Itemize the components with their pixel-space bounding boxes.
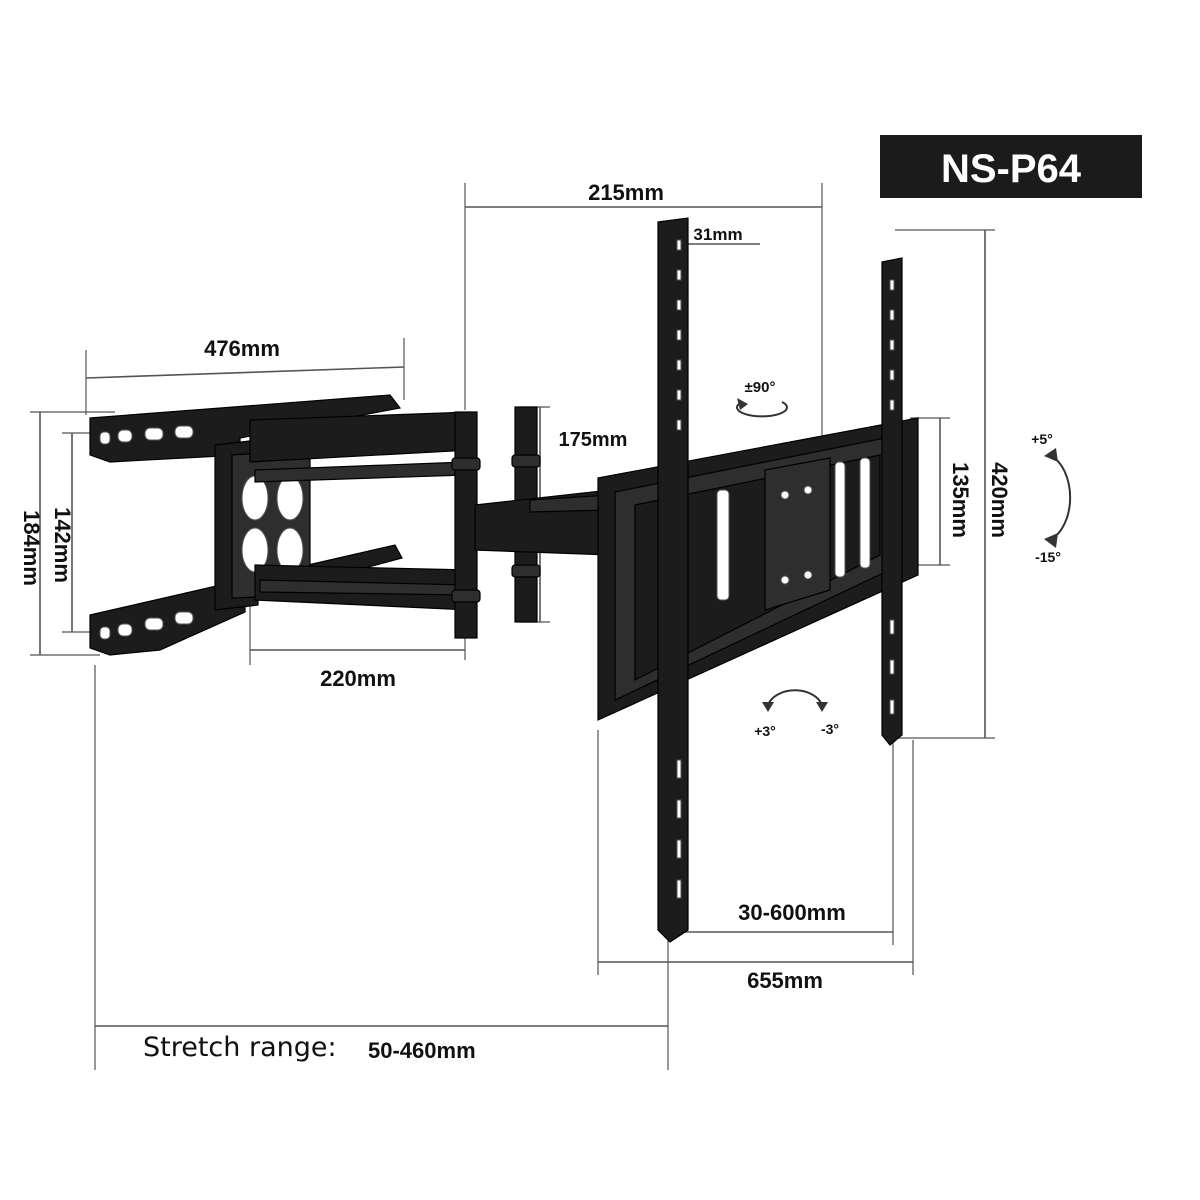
dim-elbow-height: 175mm xyxy=(559,429,628,451)
angle-rotation: ±90° xyxy=(745,379,776,396)
model-badge: NS-P64 xyxy=(880,135,1142,198)
dim-arm-depth: 215mm xyxy=(588,180,664,205)
dim-rail-height: 420mm xyxy=(987,462,1012,538)
dim-plate-width: 655mm xyxy=(747,968,823,993)
tv-plate xyxy=(597,417,919,721)
model-badge-text: NS-P64 xyxy=(941,147,1082,191)
dimension-lines xyxy=(30,183,995,1070)
stretch-value: 50-460mm xyxy=(368,1038,476,1063)
rail-holes-left xyxy=(676,239,682,899)
dim-arm-length: 476mm xyxy=(204,336,280,361)
dim-center-plate-height: 135mm xyxy=(948,462,973,538)
angle-tilt-up: +5° xyxy=(1031,431,1053,447)
dim-vesa-width: 30-600mm xyxy=(738,900,846,925)
dim-arm-offset: 220mm xyxy=(320,666,396,691)
dim-wall-hole-spacing: 142mm xyxy=(50,507,75,583)
angle-tilt-down: -15° xyxy=(1035,549,1061,565)
stretch-label: Stretch range: xyxy=(143,1032,337,1063)
tilt-arrow-icon xyxy=(1044,448,1072,548)
rail-holes-right xyxy=(889,279,895,715)
angle-level-right: -3° xyxy=(821,721,839,737)
dim-rail-offset: 31mm xyxy=(693,225,742,244)
level-arrow-icon xyxy=(762,689,828,712)
vertical-rail-right xyxy=(881,257,903,746)
rotation-arrow-icon xyxy=(736,398,788,418)
angle-level-left: +3° xyxy=(754,723,776,739)
vertical-rail-left xyxy=(657,217,689,943)
swing-arms xyxy=(249,406,611,639)
dim-wall-plate-height: 184mm xyxy=(19,510,44,586)
